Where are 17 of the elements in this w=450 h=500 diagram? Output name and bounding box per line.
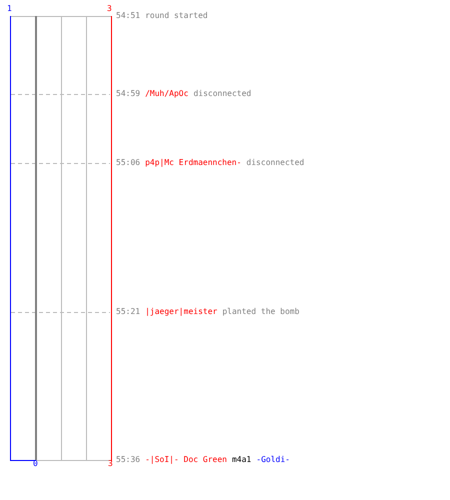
timestamp: 55:06 <box>116 158 140 168</box>
axis-label: 1 <box>7 4 12 14</box>
player-name: m4a1 <box>232 455 252 465</box>
event-text: disconnected <box>246 158 304 168</box>
timestamp: 54:51 <box>116 11 140 21</box>
player-name: -|SoI|- Doc Green <box>145 455 227 465</box>
player-name: /Muh/ApOc <box>145 89 188 99</box>
event-text: round started <box>145 11 208 21</box>
timestamp: 55:21 <box>116 307 140 317</box>
player-name: |jaeger|meister <box>145 307 218 317</box>
timestamp: 55:36 <box>116 455 140 465</box>
player-name: -Goldi- <box>256 455 290 465</box>
event-text: disconnected <box>193 89 252 99</box>
player-name: p4p|Mc Erdmaennchen- <box>145 158 242 168</box>
timestamp: 54:59 <box>116 89 140 99</box>
axis-label: 3 <box>107 4 112 14</box>
event-text: planted the bomb <box>222 307 300 317</box>
